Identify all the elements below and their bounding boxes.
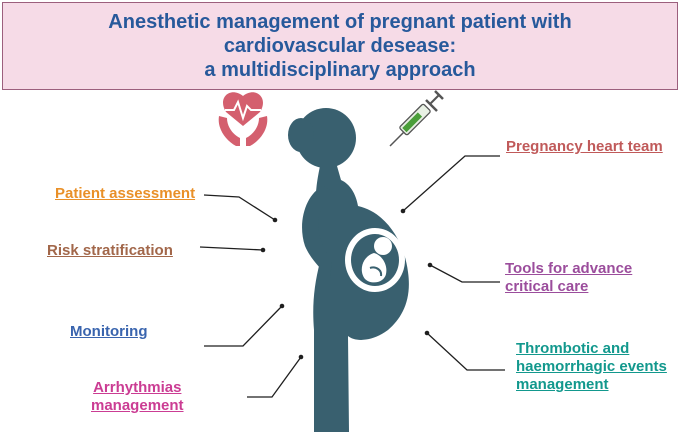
title-box: Anesthetic management of pregnant patien… [2, 2, 678, 90]
title-line-2: cardiovascular desease: [223, 35, 457, 57]
label-tools-critical-care[interactable]: Tools for advance critical care [505, 260, 632, 296]
label-risk-stratification[interactable]: Risk stratification [47, 242, 173, 260]
label-thrombotic-events[interactable]: Thrombotic and haemorrhagic events manag… [516, 340, 667, 394]
connector-lines [199, 155, 505, 398]
connector-pregnancy-heart-team [402, 155, 500, 212]
connector-monitoring [204, 305, 283, 347]
connector-dots [260, 208, 433, 360]
label-pregnancy-heart-team-text: Pregnancy heart team [506, 138, 663, 155]
label-patient-assessment[interactable]: Patient assessment [55, 185, 195, 203]
label-arrhythmias[interactable]: Arrhythmias management [91, 379, 184, 415]
title-line-1: Anesthetic management of pregnant patien… [108, 11, 572, 33]
connector-arrhythmias [247, 356, 302, 398]
connector-thrombotic [426, 332, 505, 371]
label-tools-line-2: critical care [505, 278, 589, 295]
syringe-icon [389, 90, 444, 147]
fetus-icon [345, 228, 405, 292]
label-arrhythmias-line-2: management [91, 397, 184, 414]
label-thrombotic-line-3: management [516, 376, 609, 393]
label-monitoring[interactable]: Monitoring [70, 323, 147, 341]
title-line-3: a multidisciplinary approach [204, 59, 476, 81]
label-thrombotic-line-2: haemorrhagic events [516, 358, 667, 375]
label-monitoring-text: Monitoring [70, 323, 148, 340]
connector-patient-assessment [203, 194, 276, 221]
connector-risk-stratification [199, 246, 264, 251]
label-thrombotic-line-1: Thrombotic and [516, 340, 630, 357]
label-risk-stratification-text: Risk stratification [47, 242, 173, 259]
heart-in-hands-icon [218, 92, 268, 146]
connector-tools [429, 264, 500, 283]
label-patient-assessment-text: Patient assessment [55, 185, 196, 202]
label-tools-line-1: Tools for advance [505, 260, 633, 277]
label-pregnancy-heart-team[interactable]: Pregnancy heart team [506, 138, 663, 156]
label-arrhythmias-line-1: Arrhythmias [93, 379, 182, 396]
